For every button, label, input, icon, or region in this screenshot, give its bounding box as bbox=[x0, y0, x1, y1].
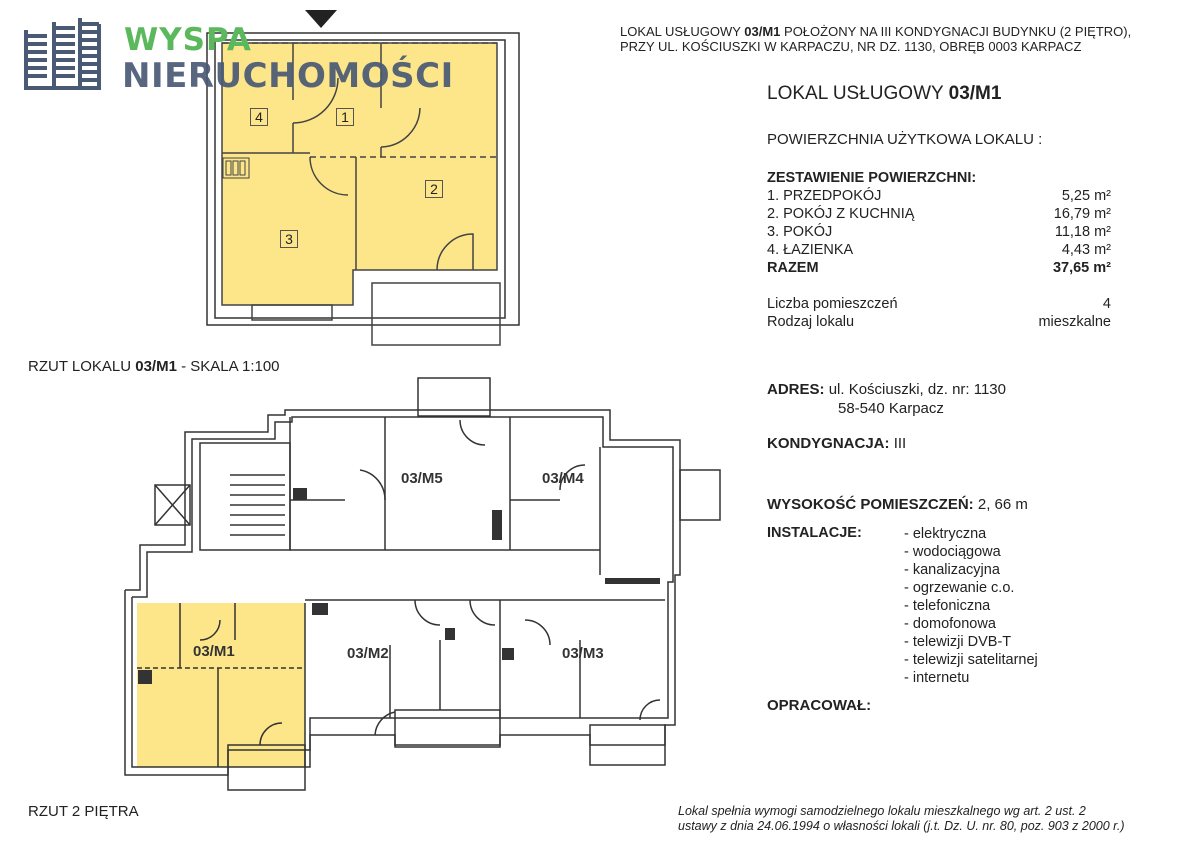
installation-item: - domofonowa bbox=[904, 616, 996, 632]
area-name: 3. POKÓJ bbox=[767, 224, 833, 240]
header-line-1: LOKAL USŁUGOWY 03/M1 POŁOŻONY NA III KON… bbox=[620, 24, 1131, 39]
footnote-line-1: Lokal spełnia wymogi samodzielnego lokal… bbox=[678, 804, 1086, 818]
installations-label: INSTALACJE: bbox=[767, 525, 862, 541]
header-prefix: LOKAL USŁUGOWY bbox=[620, 24, 745, 39]
header-suffix: POŁOŻONY NA III KONDYGNACJI BUDYNKU (2 P… bbox=[780, 24, 1132, 39]
unit-plan-caption: RZUT LOKALU 03/M1 - SKALA 1:100 bbox=[28, 358, 280, 375]
area-table: ZESTAWIENIE POWIERZCHNI: 1. PRZEDPOKÓJ 5,… bbox=[767, 169, 1111, 331]
usable-area-label: POWIERZCHNIA UŻYTKOWA LOKALU : bbox=[767, 131, 1043, 148]
floor-block: KONDYGNACJA: III bbox=[767, 434, 906, 453]
area-value: 5,25 m² bbox=[1061, 188, 1111, 204]
caption-scale: - SKALA 1:100 bbox=[176, 358, 280, 375]
area-row: 2. POKÓJ Z KUCHNIĄ 16,79 m² bbox=[767, 205, 1111, 223]
total-label: RAZEM bbox=[767, 260, 819, 276]
room-label-1: 1 bbox=[336, 108, 354, 126]
entrance-arrow-icon bbox=[305, 10, 337, 28]
installation-item: - kanalizacyjna bbox=[904, 562, 1000, 578]
installations-list: - elektryczna - wodociągowa - kanalizacy… bbox=[904, 525, 1038, 687]
header-line-2: PRZY UL. KOŚCIUSZKI W KARPACZU, NR DZ. 1… bbox=[620, 39, 1082, 54]
unit-label-m1: 03/M1 bbox=[193, 643, 235, 660]
area-value: 16,79 m² bbox=[1053, 206, 1111, 222]
header-unit: 03/M1 bbox=[744, 24, 781, 39]
room-count-row: Liczba pomieszczeń 4 bbox=[767, 295, 1111, 313]
floor-value: III bbox=[893, 435, 907, 452]
address-block: ADRES: ul. Kościuszki, dz. nr: 1130 58-5… bbox=[767, 380, 1006, 418]
address-line-1: ul. Kościuszki, dz. nr: 1130 bbox=[828, 381, 1006, 398]
prepared-by-label: OPRACOWAŁ: bbox=[767, 697, 872, 714]
installation-item: - wodociągowa bbox=[904, 544, 1001, 560]
installation-item: - ogrzewanie c.o. bbox=[904, 580, 1015, 596]
stove-icons bbox=[138, 488, 660, 684]
area-name: 2. POKÓJ Z KUCHNIĄ bbox=[767, 206, 915, 222]
unit-label-m3: 03/M3 bbox=[562, 645, 604, 662]
logo-text-wyspa: WYSPA bbox=[124, 22, 252, 58]
unit-label-m5: 03/M5 bbox=[401, 470, 443, 487]
room-label-3: 3 bbox=[280, 230, 298, 248]
area-row: 4. ŁAZIENKA 4,43 m² bbox=[767, 241, 1111, 259]
installation-item: - telefoniczna bbox=[904, 598, 991, 614]
area-table-heading: ZESTAWIENIE POWIERZCHNI: bbox=[767, 170, 977, 186]
area-row: 1. PRZEDPOKÓJ 5,25 m² bbox=[767, 187, 1111, 205]
height-block: WYSOKOŚĆ POMIESZCZEŃ: 2, 66 m bbox=[767, 495, 1028, 514]
unit-type-row: Rodzaj lokalu mieszkalne bbox=[767, 313, 1111, 331]
title-unit: 03/M1 bbox=[948, 83, 1002, 104]
installation-item: - telewizji DVB-T bbox=[904, 634, 1012, 650]
room-label-4: 4 bbox=[250, 108, 268, 126]
floor-label: KONDYGNACJA: bbox=[767, 435, 890, 452]
unit-type-label: Rodzaj lokalu bbox=[767, 314, 855, 330]
height-label: WYSOKOŚĆ POMIESZCZEŃ: bbox=[767, 496, 974, 513]
room-label-2: 2 bbox=[425, 180, 443, 198]
height-value: 2, 66 m bbox=[977, 496, 1028, 513]
address-line-2: 58-540 Karpacz bbox=[838, 400, 944, 417]
floor-plan-caption: RZUT 2 PIĘTRA bbox=[28, 803, 139, 820]
footnote-line-2: ustawy z dnia 24.06.1994 o własności lok… bbox=[678, 819, 1125, 833]
area-name: 4. ŁAZIENKA bbox=[767, 242, 854, 258]
stove-icon bbox=[222, 157, 250, 179]
area-value: 4,43 m² bbox=[1061, 242, 1111, 258]
area-value: 11,18 m² bbox=[1054, 224, 1111, 240]
document-header: LOKAL USŁUGOWY 03/M1 POŁOŻONY NA III KON… bbox=[620, 24, 1131, 54]
installation-item: - internetu bbox=[904, 670, 970, 686]
total-value: 37,65 m² bbox=[1052, 260, 1111, 276]
unit-label-m4: 03/M4 bbox=[542, 470, 584, 487]
installation-item: - elektryczna bbox=[904, 526, 987, 542]
unit-type-value: mieszkalne bbox=[1038, 314, 1111, 330]
area-total-row: RAZEM 37,65 m² bbox=[767, 259, 1111, 277]
title-prefix: LOKAL USŁUGOWY bbox=[767, 83, 949, 104]
legal-footnote: Lokal spełnia wymogi samodzielnego lokal… bbox=[678, 804, 1125, 834]
logo-building-icon bbox=[24, 18, 101, 90]
unit-label-m2: 03/M2 bbox=[347, 645, 389, 662]
area-name: 1. PRZEDPOKÓJ bbox=[767, 188, 882, 204]
area-row: 3. POKÓJ 11,18 m² bbox=[767, 223, 1111, 241]
caption-prefix: RZUT LOKALU bbox=[28, 358, 136, 375]
caption-unit: 03/M1 bbox=[135, 358, 177, 375]
room-count-label: Liczba pomieszczeń bbox=[767, 296, 898, 312]
page-title: LOKAL USŁUGOWY 03/M1 bbox=[767, 83, 1001, 105]
logo-text-nieruchomosci: NIERUCHOMOŚCI bbox=[122, 56, 454, 96]
installation-item: - telewizji satelitarnej bbox=[904, 652, 1038, 668]
address-label: ADRES: bbox=[767, 381, 825, 398]
room-count-value: 4 bbox=[1102, 296, 1111, 312]
